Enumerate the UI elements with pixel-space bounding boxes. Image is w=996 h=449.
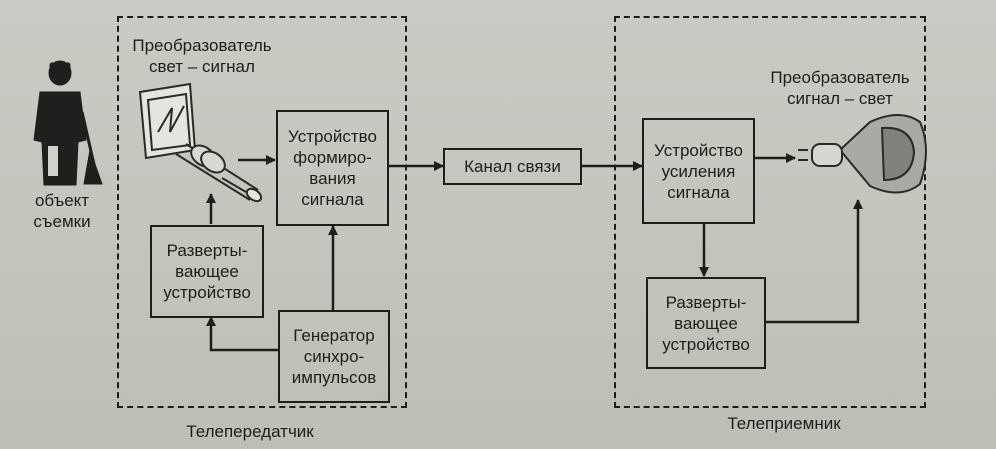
receiver-scanning-unit-box: Разверты- вающее устройство [646, 277, 766, 369]
amplifier-unit-box: Устройство усиления сигнала [642, 118, 755, 224]
forming-unit-box: Устройство формиро- вания сигнала [276, 110, 389, 226]
receiver-group [614, 16, 926, 408]
transmitter-title: Телепередатчик [186, 422, 314, 441]
kinescope-drawing [798, 114, 927, 194]
transmitter-group [117, 16, 407, 408]
object-label: объект съемки [33, 191, 91, 231]
channel-box: Канал связи [443, 148, 582, 185]
sync-generator-box: Генератор синхро- импульсов [278, 310, 390, 403]
arrow-scanner-to-kinescope [766, 199, 863, 324]
receiver-title: Телеприемник [727, 414, 841, 433]
arrow-sync-to-scanner [206, 316, 278, 352]
transmitter-scanning-unit-box: Разверты- вающее устройство [150, 225, 264, 318]
camera-tube-drawing [138, 82, 263, 203]
receiver-converter-label: Преобразователь сигнал – свет [770, 68, 910, 108]
transmitter-converter-label: Преобразователь свет – сигнал [132, 36, 272, 76]
person-figure [33, 60, 103, 186]
